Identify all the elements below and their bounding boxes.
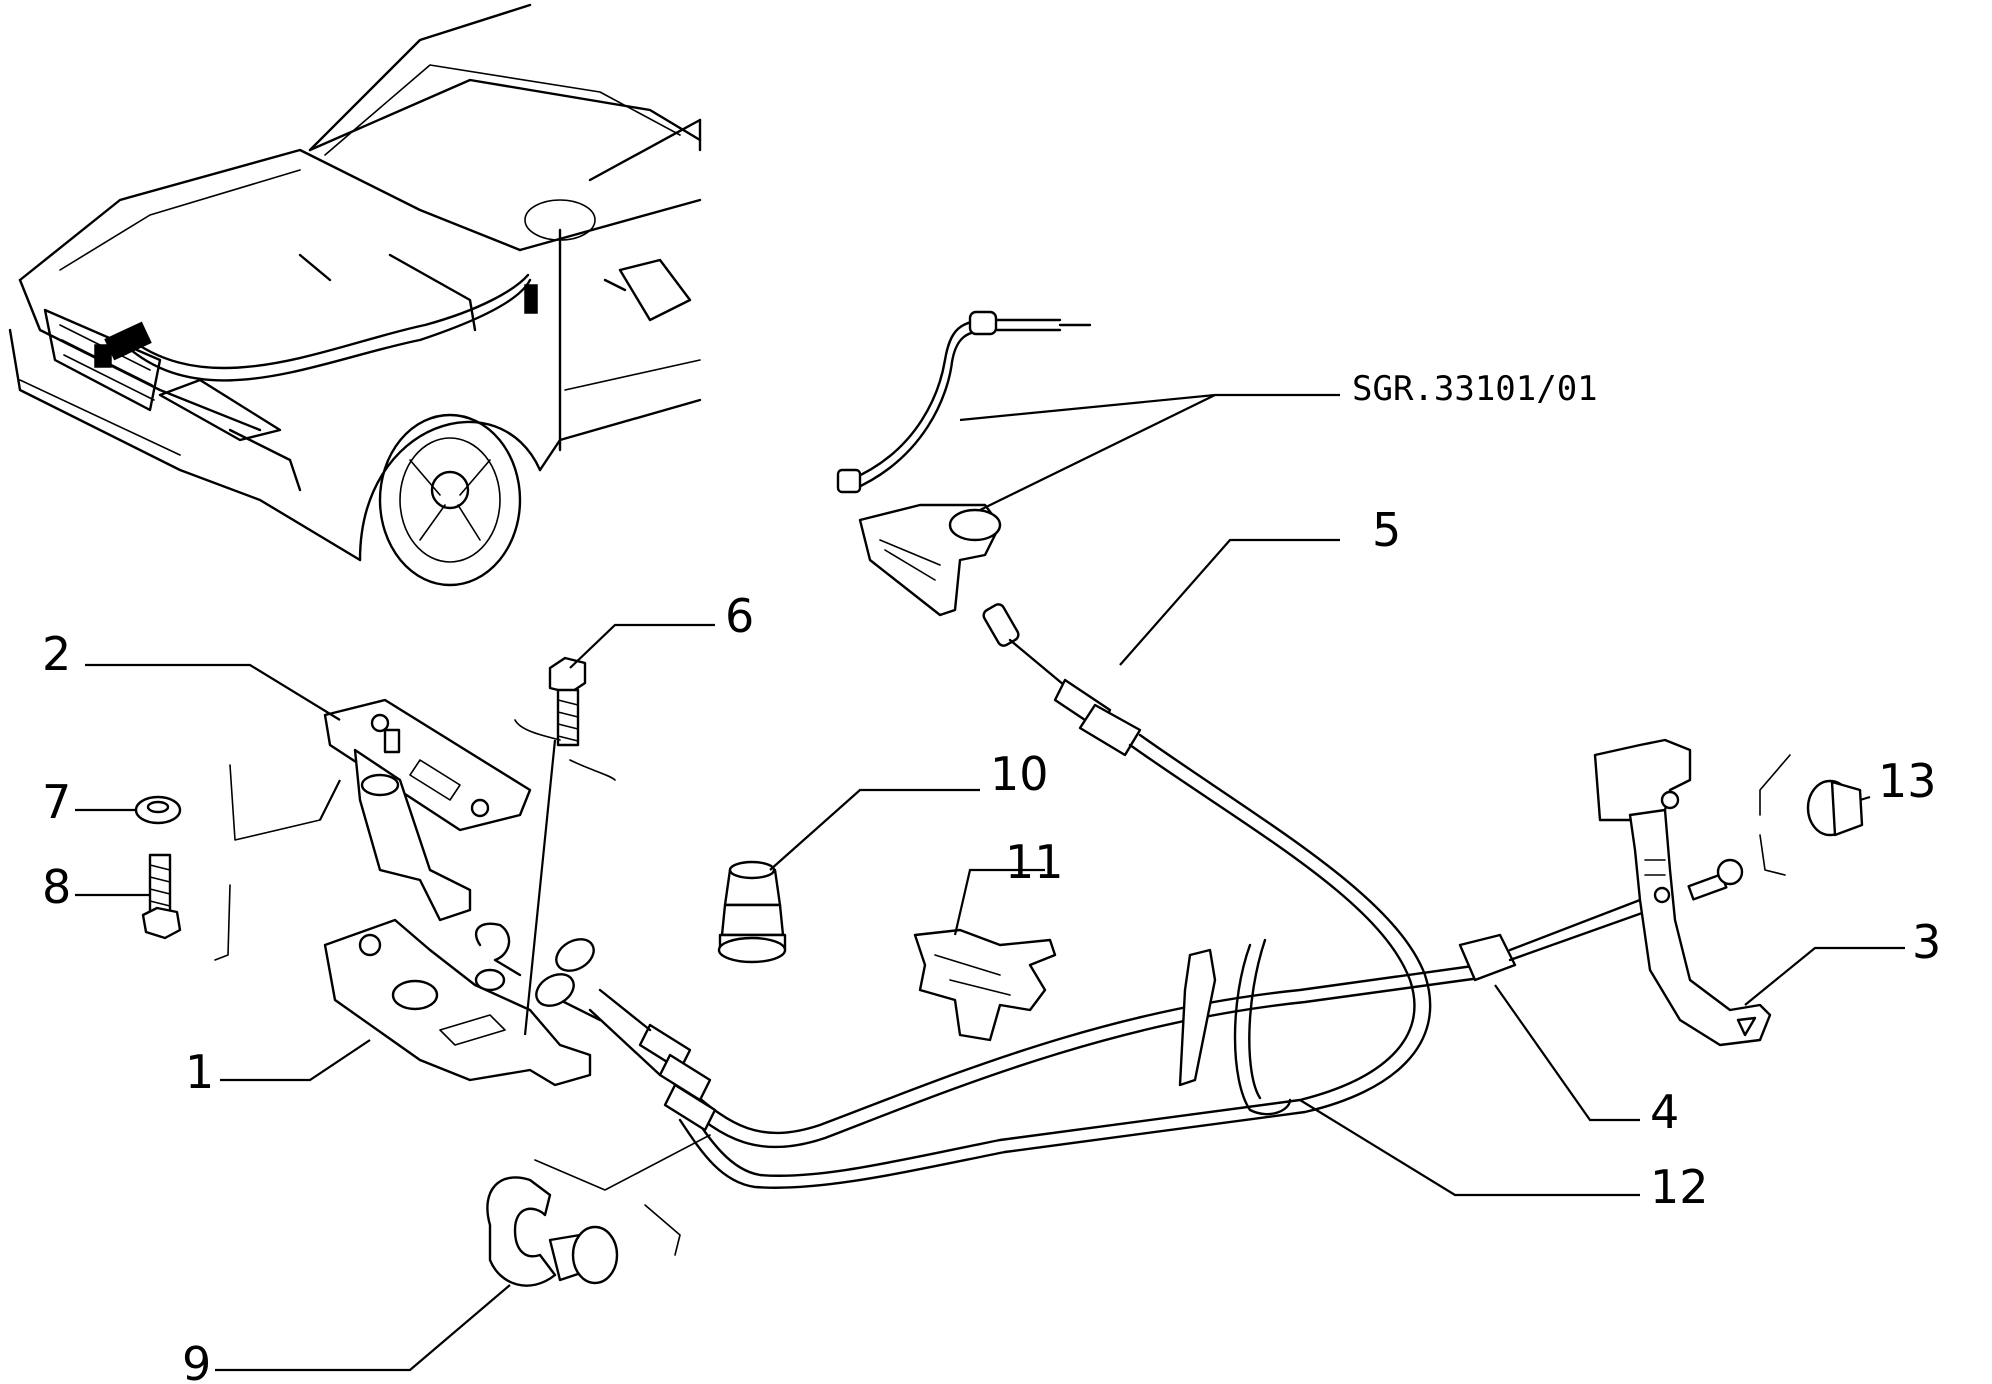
- main-cables: [474, 733, 1647, 1189]
- callout-9: 9: [182, 1337, 211, 1384]
- callout-4: 4: [1650, 1085, 1679, 1139]
- part-8-screw: [141, 853, 182, 940]
- part-5-cable: [982, 603, 1142, 757]
- callout-8: 8: [42, 860, 71, 914]
- part-7-washer: [134, 795, 182, 825]
- callout-11: 11: [1005, 835, 1064, 889]
- part-6-bolt: [548, 656, 587, 747]
- callout-12: 12: [1650, 1160, 1709, 1214]
- part-11-clip: [913, 928, 1057, 1042]
- callout-5: 5: [1372, 503, 1401, 557]
- reference-code-label: SGR.33101/01: [1352, 369, 1598, 409]
- release-lever-assembly: [836, 310, 1092, 617]
- leader-lines: [75, 393, 1905, 1372]
- part-9-clamp: [486, 1176, 619, 1287]
- part-2-hood-latch: [323, 698, 532, 922]
- part-1-lock: [323, 918, 592, 1087]
- callout-10: 10: [990, 747, 1049, 801]
- callout-7: 7: [42, 775, 71, 829]
- callout-3: 3: [1912, 915, 1941, 969]
- callout-6: 6: [725, 589, 754, 643]
- part-3-handle: [1593, 738, 1864, 1047]
- callout-1: 1: [185, 1045, 214, 1099]
- callout-13: 13: [1878, 754, 1937, 808]
- callout-2: 2: [42, 627, 71, 681]
- grouping-brackets: [214, 719, 1791, 1256]
- car-illustration: [8, 3, 702, 587]
- part-10-bump-stop: [717, 860, 787, 964]
